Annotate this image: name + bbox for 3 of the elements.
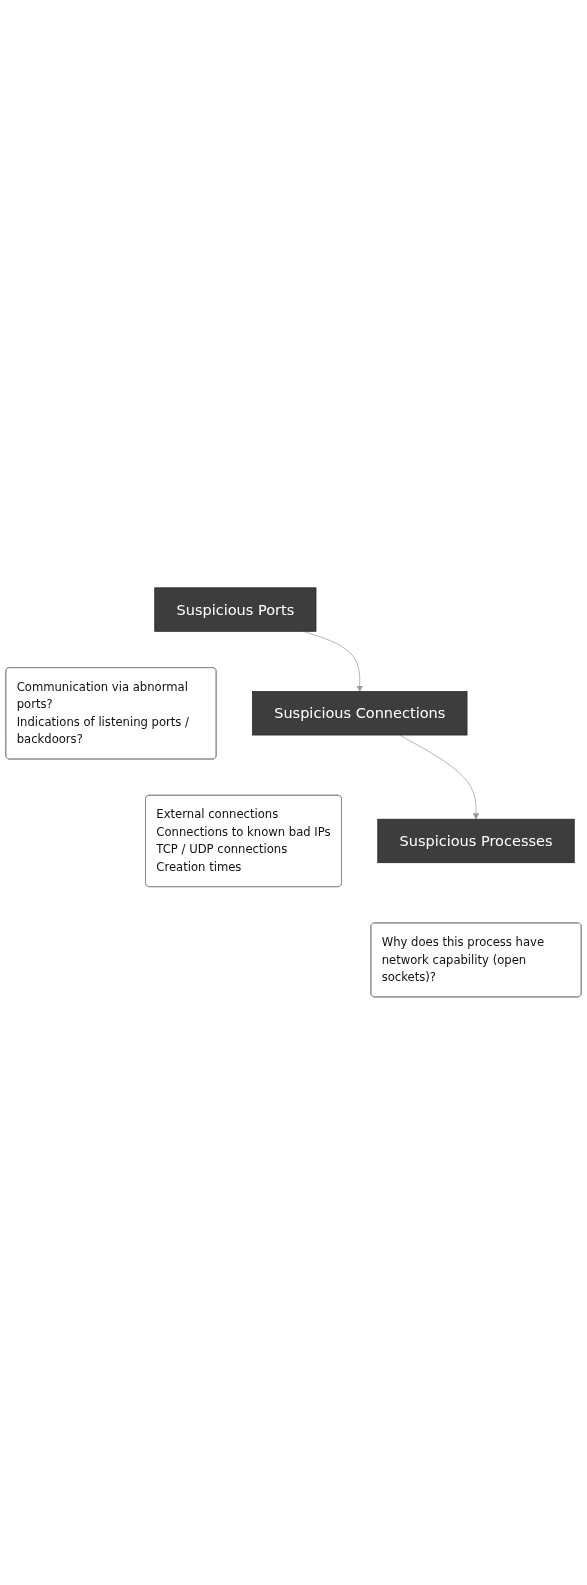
node-box: Suspicious Ports [154, 587, 317, 632]
node-box: Suspicious Connections [252, 691, 468, 736]
node-box: Suspicious Processes [377, 818, 575, 864]
